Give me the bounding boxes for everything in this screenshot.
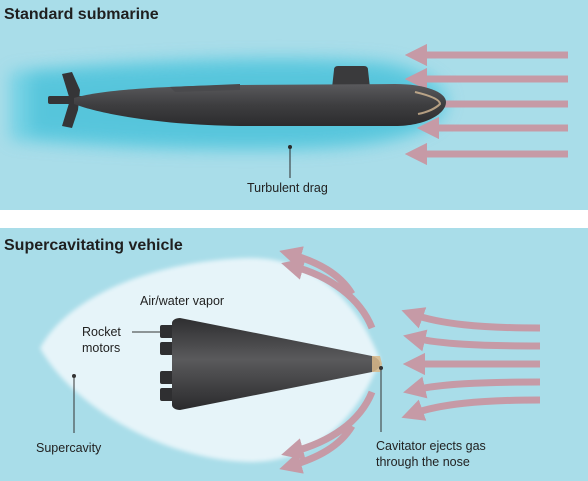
supercavitating-vehicle-panel: Supercavitating vehicle Air/water vapor … [0,228,588,481]
supercavity-label: Supercavity [36,441,102,455]
deflected-flow-arrows-lower [279,390,376,474]
cavitator-label-line1: Cavitator ejects gas [376,439,486,453]
curved-arrow-icon [281,258,376,330]
rocket-label-line2: motors [82,341,121,355]
rocket-label-line1: Rocket [82,325,121,339]
panel-title-supercavitating-vehicle: Supercavitating vehicle [4,237,183,254]
drag-leader-dot [288,145,292,149]
flow-arrow-icon [403,376,541,399]
deflected-flow-arrows-upper [279,246,376,330]
standard-submarine-illustration [10,43,568,178]
air-water-vapor-label: Air/water vapor [140,294,225,308]
submarine-icon [48,66,446,128]
turbulent-drag-label: Turbulent drag [247,181,328,195]
curved-arrow-icon [279,246,356,296]
cavitator-label-line2: through the nose [376,455,470,469]
supercavity-leader-dot [72,374,76,378]
incoming-flow-arrows [401,307,541,421]
standard-submarine-panel: Standard submarine Turbulent drag [0,0,588,210]
supercavitating-vehicle-illustration [40,246,541,474]
curved-arrow-icon [281,390,376,460]
flow-arrow-icon [401,396,541,421]
flow-arrow-icon [403,329,541,352]
water-flow-arrows [404,43,568,166]
curved-arrow-icon [279,424,356,474]
cavitator-leader-dot [379,366,383,370]
supercavitating-vehicle-icon [172,318,380,410]
flow-arrow-icon [401,307,541,332]
panel-title-standard-submarine: Standard submarine [4,6,159,23]
